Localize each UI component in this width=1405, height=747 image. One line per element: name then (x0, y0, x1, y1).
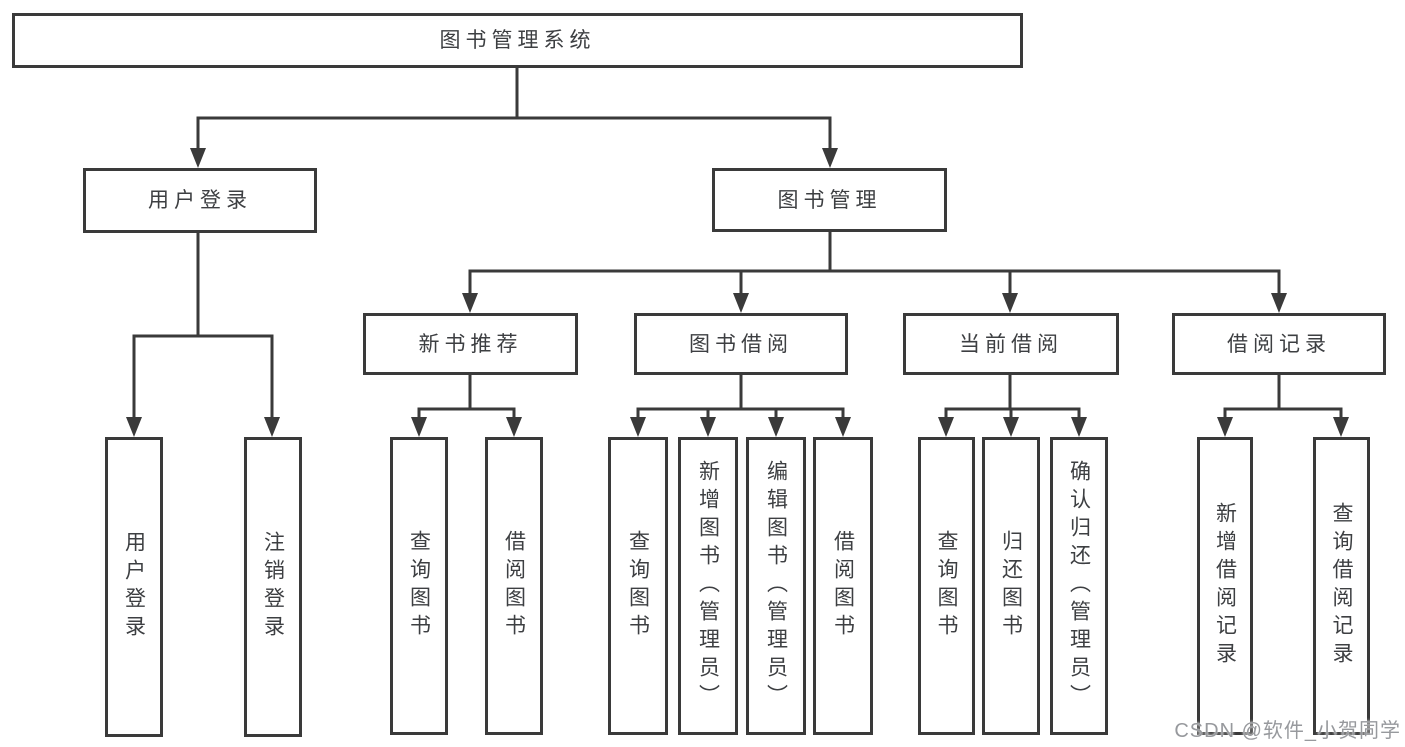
leaf-query-books-current: 查询图书 (918, 437, 975, 735)
leaf-logout: 注销登录 (244, 437, 302, 737)
node-new-book-recommend: 新书推荐 (363, 313, 578, 375)
node-book-borrow: 图书借阅 (634, 313, 848, 375)
leaf-label: 借阅图书 (502, 530, 526, 642)
leaf-label: 新增图书（管理员） (696, 460, 720, 712)
leaf-add-borrow-record: 新增借阅记录 (1197, 437, 1253, 735)
leaf-user-login: 用户登录 (105, 437, 163, 737)
node-borrow-records: 借阅记录 (1172, 313, 1386, 375)
leaf-label: 归还图书 (999, 530, 1023, 642)
leaf-add-book-admin: 新增图书（管理员） (678, 437, 738, 735)
leaf-label: 编辑图书（管理员） (764, 460, 788, 712)
node-user-login-label: 用户登录 (148, 189, 252, 212)
leaf-label: 确认归还（管理员） (1067, 460, 1091, 712)
node-current-borrow: 当前借阅 (903, 313, 1119, 375)
leaf-label: 注销登录 (261, 531, 285, 643)
leaf-label: 查询借阅记录 (1330, 502, 1353, 670)
watermark: CSDN @软件_小贺同学 (1174, 720, 1401, 742)
node-new-book-recommend-label: 新书推荐 (418, 332, 523, 356)
leaf-edit-book-admin: 编辑图书（管理员） (746, 437, 806, 735)
node-book-borrow-label: 图书借阅 (689, 332, 793, 356)
leaf-confirm-return-admin: 确认归还（管理员） (1050, 437, 1108, 735)
leaf-label: 查询图书 (626, 530, 650, 642)
arrowheads (126, 148, 1349, 437)
leaf-borrow-books: 借阅图书 (813, 437, 873, 735)
leaf-query-books-recommend: 查询图书 (390, 437, 448, 735)
leaf-query-books-borrow: 查询图书 (608, 437, 668, 735)
leaf-label: 新增借阅记录 (1213, 502, 1237, 670)
node-user-login: 用户登录 (83, 168, 317, 233)
leaf-label: 查询图书 (935, 530, 958, 642)
node-root-label: 图书管理系统 (439, 29, 596, 52)
leaf-label: 用户登录 (122, 531, 146, 643)
leaf-label: 查询图书 (407, 530, 431, 642)
node-book-management: 图书管理 (712, 168, 947, 232)
node-current-borrow-label: 当前借阅 (959, 332, 1063, 356)
leaf-borrow-books-recommend: 借阅图书 (485, 437, 543, 735)
node-book-management-label: 图书管理 (777, 188, 882, 212)
node-root: 图书管理系统 (12, 13, 1023, 68)
node-borrow-records-label: 借阅记录 (1227, 332, 1331, 356)
leaf-query-borrow-record: 查询借阅记录 (1313, 437, 1370, 735)
leaf-return-book: 归还图书 (982, 437, 1040, 735)
leaf-label: 借阅图书 (831, 530, 855, 642)
